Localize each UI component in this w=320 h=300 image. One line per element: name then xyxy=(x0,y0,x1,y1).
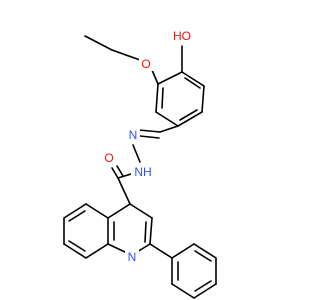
bond-ph-b xyxy=(193,243,217,259)
chemical-structure-diagram: O HO N NH O N xyxy=(63,28,217,299)
bond-nh-c xyxy=(117,173,132,179)
bond-q-c4a-c5 xyxy=(85,203,109,219)
bond-ch-n-double-a xyxy=(138,129,161,133)
bond-ring1-b xyxy=(181,71,205,87)
bond-ring1-f xyxy=(155,83,159,113)
atom-label-n-quinoline: N xyxy=(128,250,137,264)
bond-c-quinoline xyxy=(117,177,131,205)
bond-q-c5-c6-inner xyxy=(68,210,86,222)
atom-n-quinoline: N xyxy=(125,249,139,265)
bond-c-o-double-a xyxy=(111,167,119,179)
atom-o-ether: O xyxy=(139,57,153,71)
bond-o-ring xyxy=(151,69,159,85)
bond-ring1-c xyxy=(201,85,205,113)
bond-ring-ch xyxy=(159,125,179,133)
bond-ph-a xyxy=(171,243,195,259)
bonds xyxy=(63,35,217,299)
bond-q-c5-c6 xyxy=(63,203,87,219)
bond-ring1-d-inner xyxy=(179,109,198,121)
atom-o-hydroxyl: HO xyxy=(170,28,194,44)
bond-q-c3-c2 xyxy=(149,217,153,245)
bond-ph-d-inner xyxy=(194,280,212,292)
atom-label-o-hydroxyl: HO xyxy=(173,29,191,43)
bond-ph-d xyxy=(193,283,217,299)
bond-q-c7-c8 xyxy=(63,243,87,259)
atom-labels: O HO N NH O N xyxy=(102,28,194,265)
bond-ring1-f-inner xyxy=(161,87,164,109)
bond-ethyl-ch3 xyxy=(84,35,113,51)
bond-q-n-c8a xyxy=(107,243,128,254)
bond-ring1-b-inner xyxy=(184,77,201,89)
atom-label-o-carbonyl: O xyxy=(104,151,113,165)
bond-ph-e xyxy=(171,283,195,299)
bond-q-c3-c2-inner xyxy=(144,221,147,243)
atom-label-n-imine: N xyxy=(129,128,138,142)
atom-label-o-ether: O xyxy=(141,57,150,71)
bond-q-c4a-c4 xyxy=(107,203,131,219)
bond-q-c4-c3 xyxy=(129,203,153,219)
bond-ring1-d xyxy=(177,111,203,127)
bond-ch-n-double-b xyxy=(139,135,160,139)
bond-ph-b-inner xyxy=(194,250,212,262)
atom-label-n-amide: NH xyxy=(134,165,151,179)
bond-ring1-e xyxy=(155,111,179,127)
atom-n-amide: NH xyxy=(131,164,155,180)
bond-q-c2-n xyxy=(136,243,151,253)
bond-c-o-double-b xyxy=(116,165,124,177)
bond-n-nh xyxy=(132,144,141,163)
atom-o-carbonyl: O xyxy=(102,150,116,166)
bond-ethyl-ch2-o xyxy=(111,49,141,61)
bond-ring1-a xyxy=(157,71,183,85)
bond-q-c8-c8a xyxy=(85,243,109,259)
atom-n-imine: N xyxy=(126,127,140,143)
bond-q-c2-phenyl xyxy=(149,243,173,259)
bond-q-c7-c8-inner xyxy=(68,240,86,252)
